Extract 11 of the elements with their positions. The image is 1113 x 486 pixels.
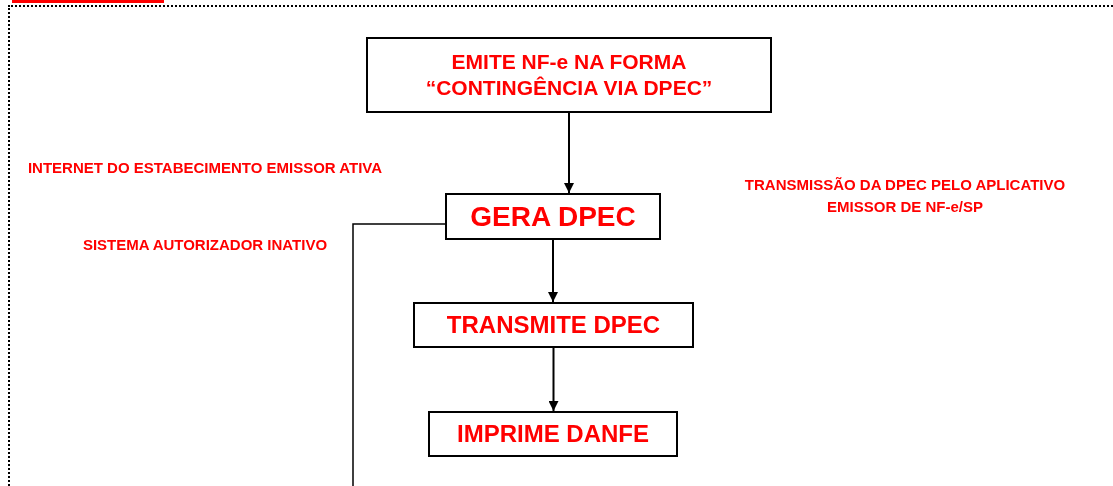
process-box: TRANSMITE DPEC [413, 302, 694, 348]
note-text: SISTEMA AUTORIZADOR INATIVO [81, 235, 329, 255]
arrow [548, 239, 558, 303]
note-text: TRANSMISSÃO DA DPEC PELO APLICATIVO EMISSOR DE NF-e/SP [743, 175, 1067, 217]
process-box: EMITE NF-e NA FORMA “CONTINGÊNCIA VIA DPEC” [366, 37, 772, 113]
connector-line [352, 223, 446, 486]
process-box: IMPRIME DANFE [428, 411, 678, 457]
process-box: GERA DPEC [445, 193, 661, 240]
arrow [548, 347, 559, 412]
note-text: INTERNET DO ESTABECIMENTO EMISSOR ATIVA [26, 158, 384, 178]
arrow [564, 112, 574, 194]
